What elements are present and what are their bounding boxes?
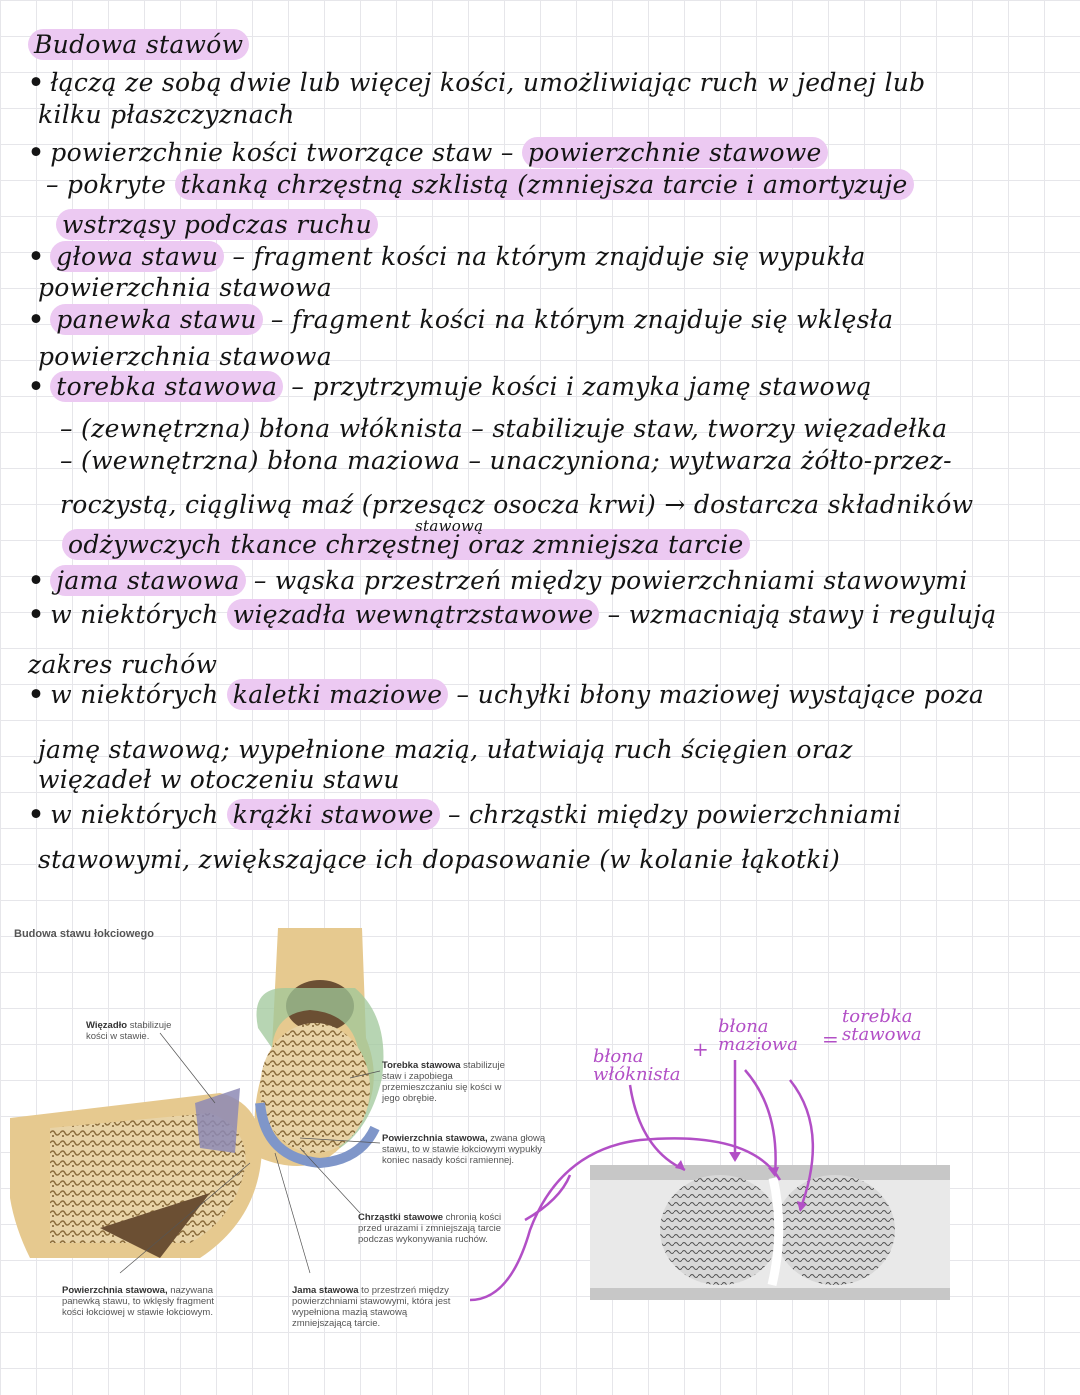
note-line: •torebka stawowa – przytrzymuje kości i … bbox=[28, 371, 872, 402]
label-joint-head: Powierzchnia stawowa, zwana głową stawu,… bbox=[382, 1133, 546, 1166]
note-text: powierzchnia stawowa bbox=[38, 342, 332, 371]
label-joint-cavity: Jama stawowa to przestrzeń między powier… bbox=[292, 1285, 451, 1329]
note-text: w niektórych bbox=[50, 680, 227, 709]
arrow-fibrous bbox=[628, 1084, 686, 1172]
highlighted-term: jama stawowa bbox=[50, 565, 246, 596]
bullet-dot: • bbox=[28, 800, 45, 829]
articular-cartilage bbox=[255, 1102, 380, 1169]
highlighted-term: kaletki maziowe bbox=[226, 679, 449, 710]
note-text: więzadeł w otoczeniu stawu bbox=[38, 765, 400, 794]
note-text: – pokryte bbox=[46, 170, 175, 199]
note-text: powierzchnie kości tworzące staw – bbox=[50, 138, 522, 167]
note-text: stawowymi, zwiększające ich dopasowanie … bbox=[38, 845, 841, 874]
highlighted-term: odżywczych tkance chrzęstnej oraz zmniej… bbox=[62, 529, 750, 560]
note-text: jamę stawową; wypełnione mazią, ułatwiaj… bbox=[38, 735, 853, 764]
note-line: •w niektórych kaletki maziowe – uchyłki … bbox=[28, 679, 985, 710]
note-text: – przytrzymuje kości i zamyka jamę stawo… bbox=[283, 372, 872, 401]
label-joint-capsule: Torebka stawowa stabilizuje staw i zapob… bbox=[382, 1060, 505, 1104]
label-joint-socket: Powierzchnia stawowa, nazywana panewką s… bbox=[62, 1285, 215, 1318]
highlighted-term: panewka stawu bbox=[50, 304, 263, 335]
note-line: zakres ruchów bbox=[28, 650, 217, 680]
note-text: roczystą, ciągliwą maź (przesącz osocza … bbox=[60, 490, 974, 519]
note-line: wstrząsy podczas ruchu bbox=[56, 209, 378, 240]
bullet-dot: • bbox=[28, 68, 45, 97]
bullet-dot: • bbox=[28, 242, 45, 271]
arrow-cavity bbox=[469, 1137, 782, 1302]
note-line: •łączą ze sobą dwie lub więcej kości, um… bbox=[28, 68, 925, 98]
notes-title: Budowa stawów bbox=[28, 29, 250, 60]
note-line: roczystą, ciągliwą maź (przesącz osocza … bbox=[60, 490, 973, 520]
highlighted-term: więzadła wewnątrzstawowe bbox=[226, 599, 600, 630]
note-line: •panewka stawu – fragment kości na który… bbox=[28, 304, 894, 335]
note-text: – wzmacniają stawy i regulują bbox=[599, 600, 997, 629]
note-text: powierzchnia stawowa bbox=[38, 273, 332, 302]
note-text: – (wewnętrzna) błona maziowa – unaczynio… bbox=[60, 446, 952, 475]
highlighted-term: głowa stawu bbox=[50, 241, 225, 272]
note-line: – (zewnętrzna) błona włóknista – stabili… bbox=[60, 414, 947, 444]
bullet-dot: • bbox=[28, 600, 45, 629]
note-line: •w niektórych krążki stawowe – chrząstki… bbox=[28, 799, 902, 830]
arrow-synovial-2 bbox=[744, 1069, 777, 1176]
note-line: kilku płaszczyznach bbox=[38, 100, 295, 130]
note-text: w niektórych bbox=[50, 800, 227, 829]
bullet-dot: • bbox=[28, 138, 45, 167]
note-text: – fragment kości na którym znajduje się … bbox=[262, 305, 894, 334]
label-ligament: Więzadło stabilizuje kości w stawie. bbox=[86, 1020, 172, 1042]
note-line: – pokryte tkanką chrzęstną szklistą (zmn… bbox=[46, 169, 914, 200]
label-synovial-membrane: błona maziowa bbox=[718, 1016, 799, 1055]
note-line: powierzchnia stawowa bbox=[38, 342, 332, 372]
note-line: •jama stawowa – wąska przestrzeń między … bbox=[28, 565, 968, 596]
joint-gap bbox=[767, 1176, 784, 1287]
highlighted-term: torebka stawowa bbox=[50, 371, 284, 402]
bullet-dot: • bbox=[28, 372, 45, 401]
bullet-dot: • bbox=[28, 680, 45, 709]
figure-left-title: Budowa stawu łokciowego bbox=[14, 928, 154, 940]
note-line: odżywczych tkance chrzęstnej oraz zmniej… bbox=[62, 529, 750, 560]
note-superscript: stawową bbox=[415, 517, 484, 535]
plus-sign: + bbox=[692, 1037, 709, 1061]
joint-schematic bbox=[469, 1060, 950, 1302]
note-line: •w niektórych więzadła wewnątrzstawowe –… bbox=[28, 599, 997, 630]
handwritten-notes: Budowa stawów •łączą ze sobą dwie lub wi… bbox=[28, 29, 997, 875]
note-line: więzadeł w otoczeniu stawu bbox=[38, 765, 400, 795]
note-text: zakres ruchów bbox=[28, 650, 218, 679]
note-line: stawowymi, zwiększające ich dopasowanie … bbox=[38, 845, 840, 875]
arrow-cartilage bbox=[524, 1174, 572, 1222]
highlighted-term: krążki stawowe bbox=[226, 799, 440, 830]
note-line: powierzchnia stawowa bbox=[38, 273, 332, 303]
note-text: – (zewnętrzna) błona włóknista – stabili… bbox=[60, 414, 948, 443]
note-text: łączą ze sobą dwie lub więcej kości, umo… bbox=[50, 68, 926, 97]
highlighted-term: wstrząsy podczas ruchu bbox=[56, 209, 378, 240]
label-fibrous-membrane: błona włóknista bbox=[593, 1046, 681, 1085]
note-text: – uchyłki błony maziowej wystające poza bbox=[448, 680, 985, 709]
note-line: •powierzchnie kości tworzące staw – powi… bbox=[28, 137, 828, 168]
note-text: kilku płaszczyznach bbox=[38, 100, 295, 129]
bone-left bbox=[660, 1175, 780, 1285]
note-text: – chrząstki między powierzchniami bbox=[439, 800, 902, 829]
note-text: – fragment kości na którym znajduje się … bbox=[224, 242, 866, 271]
title-highlight: Budowa stawów bbox=[28, 29, 250, 60]
bone-right bbox=[775, 1175, 895, 1285]
highlighted-term: tkanką chrzęstną szklistą (zmniejsza tar… bbox=[174, 169, 914, 200]
highlighted-term: powierzchnie stawowe bbox=[521, 137, 828, 168]
elbow-joint-illustration bbox=[10, 928, 384, 1274]
note-text: – wąska przestrzeń między powierzchniami… bbox=[245, 566, 968, 595]
note-text: w niektórych bbox=[50, 600, 227, 629]
ligament bbox=[195, 1088, 240, 1153]
note-line: – (wewnętrzna) błona maziowa – unaczynio… bbox=[60, 446, 952, 476]
note-line: jamę stawową; wypełnione mazią, ułatwiaj… bbox=[38, 735, 853, 765]
arrow-capsule bbox=[789, 1079, 815, 1211]
bullet-dot: • bbox=[28, 566, 45, 595]
note-line: •głowa stawu – fragment kości na którym … bbox=[28, 241, 866, 272]
bullet-dot: • bbox=[28, 305, 45, 334]
label-joint-capsule-sum: torebka stawowa bbox=[842, 1006, 922, 1045]
label-articular-cartilage: Chrząstki stawowe chronią kości przed ur… bbox=[358, 1212, 502, 1245]
equals-sign: = bbox=[822, 1027, 839, 1051]
